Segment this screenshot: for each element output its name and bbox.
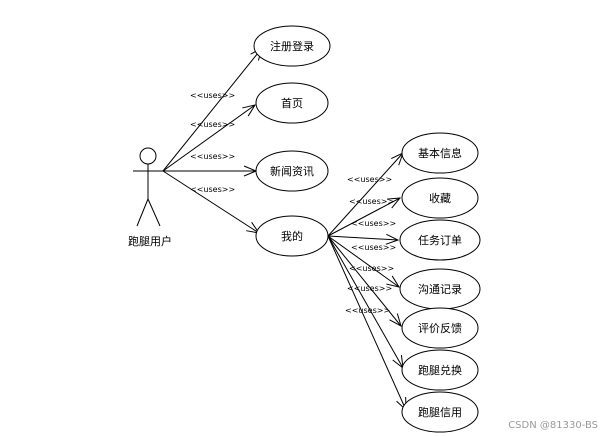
relation-line-register [162, 48, 262, 172]
relation-line-basic-info [327, 153, 403, 237]
relation-label-mine: <<uses>> [190, 185, 235, 194]
use-case-errand-credit-label: 跑腿信用 [418, 405, 462, 419]
use-case-home[interactable]: 首页 [255, 82, 329, 124]
actor-right-leg [147, 198, 161, 227]
use-case-task-orders-label: 任务订单 [418, 234, 462, 247]
use-case-home-label: 首页 [281, 96, 303, 110]
primary-use-cases: 注册登录 首页 新闻资讯 我的 [253, 25, 331, 257]
use-case-errand-redeem-label: 跑腿兑换 [418, 363, 462, 377]
relation-label-errand-credit: <<uses>> [345, 306, 390, 315]
relation-label-review-feedback: <<uses>> [349, 264, 394, 273]
relation-line-review-feedback [327, 235, 401, 326]
relation-line-errand-credit [327, 235, 406, 410]
actor-label: 跑腿用户 [128, 234, 172, 248]
actor-left-leg [136, 198, 149, 227]
relation-label-task-orders: <<uses>> [351, 219, 396, 228]
relation-label-register: <<uses>> [190, 91, 235, 100]
relation-label-basic-info: <<uses>> [347, 175, 392, 184]
use-case-basic-info-label: 基本信息 [418, 146, 462, 160]
sub-use-cases: 基本信息 收藏 任务订单 沟通记录 评价反馈 跑腿兑换 跑腿信用 [399, 132, 481, 433]
relation-label-home: <<uses>> [190, 120, 235, 129]
use-case-mine-label: 我的 [281, 229, 303, 243]
actor: 跑腿用户 [128, 147, 172, 248]
relation-line-home [162, 105, 255, 172]
relation-line-favorites [327, 198, 400, 237]
relation-label-favorites: <<uses>> [349, 197, 394, 206]
relation-line-errand-redeem [327, 235, 403, 368]
use-case-register[interactable]: 注册登录 [253, 25, 331, 67]
relation-line-chat-records [327, 235, 399, 287]
relation-line-task-orders [327, 236, 398, 240]
use-case-chat-records-label: 沟通记录 [418, 283, 462, 296]
use-case-favorites[interactable]: 收藏 [401, 177, 479, 219]
relation-label-chat-records: <<uses>> [351, 243, 396, 252]
watermark-text: CSDN @81330-BS [508, 420, 598, 431]
use-case-review-feedback[interactable]: 评价反馈 [401, 307, 479, 349]
use-case-errand-redeem[interactable]: 跑腿兑换 [401, 349, 479, 391]
use-case-chat-records[interactable]: 沟通记录 [399, 268, 481, 310]
use-case-news-label: 新闻资讯 [270, 164, 314, 178]
actor-head [139, 147, 157, 165]
use-case-favorites-label: 收藏 [429, 191, 451, 205]
use-case-mine[interactable]: 我的 [255, 215, 329, 257]
use-case-news[interactable]: 新闻资讯 [255, 150, 329, 192]
actor-relationships: <<uses>> <<uses>> <<uses>> <<uses>> [162, 48, 262, 233]
relation-line-mine [162, 170, 259, 233]
use-case-register-label: 注册登录 [270, 39, 314, 53]
use-case-basic-info[interactable]: 基本信息 [401, 132, 479, 174]
relation-label-news: <<uses>> [190, 152, 235, 161]
use-case-errand-credit[interactable]: 跑腿信用 [401, 391, 479, 433]
relation-label-errand-redeem: <<uses>> [347, 284, 392, 293]
use-case-task-orders[interactable]: 任务订单 [399, 219, 481, 261]
use-case-review-feedback-label: 评价反馈 [418, 322, 462, 335]
mine-relationships: <<uses>> <<uses>> <<uses>> <<uses>> <<us… [327, 153, 406, 410]
